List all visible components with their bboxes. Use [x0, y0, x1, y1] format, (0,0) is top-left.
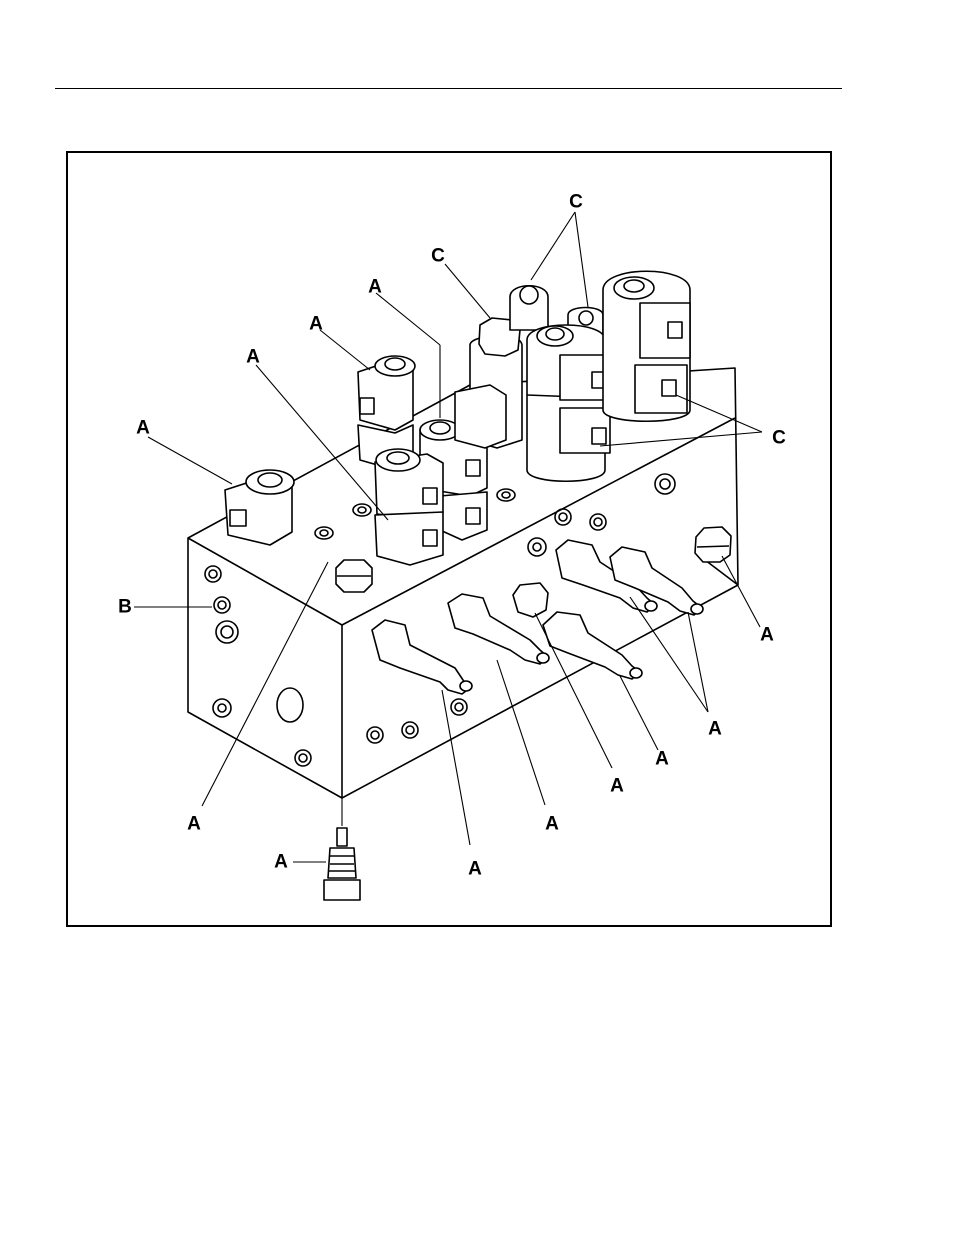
callout-a-2: A: [309, 315, 323, 334]
callout-a-bot-2: A: [610, 777, 624, 796]
callout-a-3: A: [246, 348, 260, 367]
callout-a-bot-3: A: [545, 815, 559, 834]
callout-b: B: [118, 598, 132, 617]
callout-a-bot-5: A: [274, 853, 288, 872]
callout-a-bot-4: A: [187, 815, 201, 834]
callout-c-right: C: [772, 429, 786, 448]
callout-a-right-1: A: [760, 626, 774, 645]
callout-c-top-2: C: [431, 247, 445, 266]
callout-a-1: A: [368, 278, 382, 297]
loose-cartridge: [324, 828, 360, 900]
callout-c-top-1: C: [569, 193, 583, 212]
callout-a-right-2: A: [708, 720, 722, 739]
callout-a-4: A: [136, 419, 150, 438]
callout-a-bot-1: A: [655, 750, 669, 769]
callout-a-bot-6: A: [468, 860, 482, 879]
